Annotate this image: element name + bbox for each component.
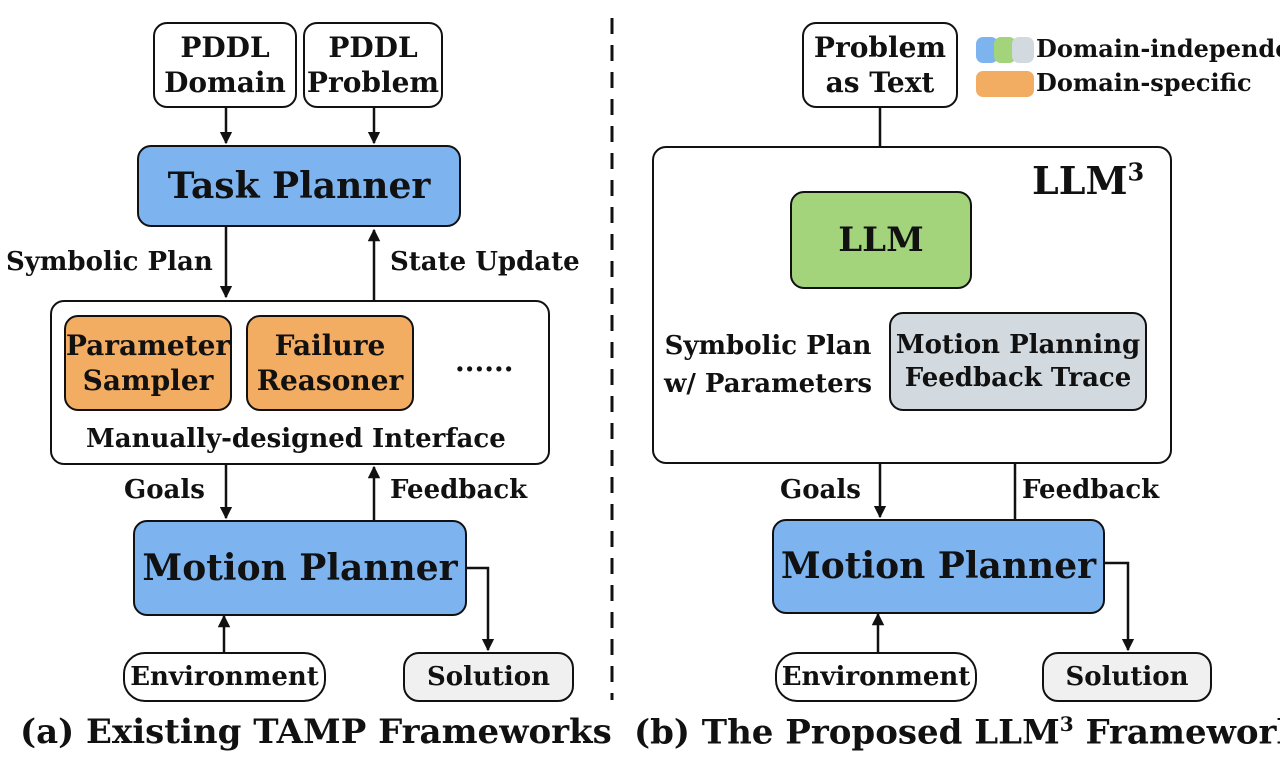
mp-feedback-trace-line2: Feedback Trace [904,362,1132,393]
failure-reasoner-line1: Failure [274,329,386,362]
goals-label: Goals [124,475,205,505]
motion-planner-box-right: Motion Planner [772,519,1105,614]
symbolic-plan-label: Symbolic Plan [6,247,213,277]
motion-planner-label-right: Motion Planner [780,545,1097,587]
llm-box: LLM [790,191,972,289]
symbolic-plan-params-line1: Symbolic Plan [664,331,872,361]
legend-swatch-blue [976,37,998,63]
pddl-domain-box: PDDL Domain [153,22,297,108]
state-update-label: State Update [390,247,580,277]
goals-label-right: Goals [780,475,861,505]
problem-as-text-line1: Problem [813,31,947,64]
right-caption-superscript: 3 [1059,712,1074,736]
environment-label: Environment [130,661,319,692]
environment-box: Environment [123,652,326,702]
legend-swatch-gray [1012,37,1034,63]
arrow-motion-planner-to-solution-right [1105,561,1135,652]
pddl-problem-box: PDDL Problem [303,22,443,108]
parameter-sampler-box: Parameter Sampler [64,315,232,411]
more-modules-ellipsis: ...... [455,345,514,378]
environment-label-right: Environment [781,661,971,692]
right-caption: (b) The Proposed LLM3 Framework [634,712,1280,753]
llm3-label-text: LLM [1032,158,1128,203]
pddl-domain-line2: Domain [164,66,286,99]
left-caption: (a) Existing TAMP Frameworks [20,712,612,752]
task-planner-label: Task Planner [167,164,431,207]
feedback-label-right: Feedback [1022,475,1160,505]
environment-box-right: Environment [775,652,977,702]
solution-box: Solution [403,652,574,702]
legend-domain-specific-label: Domain-specific [1036,68,1252,97]
legend-domain-independent-label: Domain-independent [1036,34,1280,63]
right-caption-suffix: Framework [1073,712,1280,753]
llm-label: LLM [838,219,924,260]
symbolic-plan-params-label: Symbolic Plan w/ Parameters [662,328,874,403]
motion-planner-box: Motion Planner [133,520,467,616]
llm3-label-superscript: 3 [1127,157,1145,187]
legend-swatch-orange [976,71,1034,97]
feedback-label: Feedback [390,475,528,505]
arrow-motion-planner-to-solution [467,566,495,652]
parameter-sampler-line1: Parameter [65,329,231,362]
right-caption-prefix: (b) The Proposed LLM [634,712,1060,753]
legend-swatch-green [994,37,1016,63]
mp-feedback-trace-line1: Motion Planning [895,330,1141,360]
problem-as-text-line2: as Text [825,66,935,99]
solution-box-right: Solution [1042,652,1212,702]
pddl-domain-line1: PDDL [180,31,270,64]
task-planner-box: Task Planner [137,145,461,227]
failure-reasoner-box: Failure Reasoner [246,315,414,411]
symbolic-plan-params-line2: w/ Parameters [663,368,873,399]
pddl-problem-line1: PDDL [328,31,418,64]
solution-label-right: Solution [1065,661,1189,692]
mp-feedback-trace-box: Motion Planning Feedback Trace [889,312,1147,411]
solution-label: Solution [426,661,551,692]
llm3-container-label: LLM3 [1032,157,1145,204]
motion-planner-label: Motion Planner [142,546,458,589]
pddl-problem-line2: Problem [306,66,440,99]
failure-reasoner-line2: Reasoner [256,364,404,397]
problem-as-text-box: Problem as Text [802,22,958,108]
interface-label: Manually-designed Interface [86,424,506,454]
parameter-sampler-line2: Sampler [82,364,214,397]
